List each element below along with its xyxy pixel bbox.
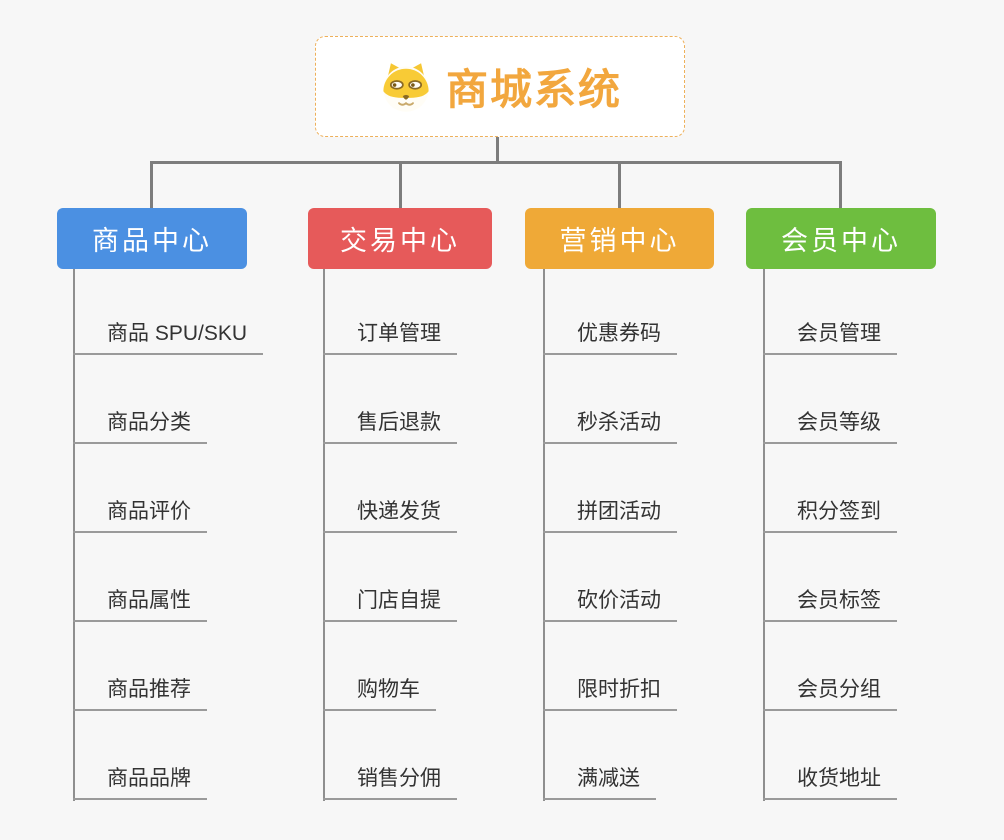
doge-icon xyxy=(378,61,434,113)
branch-horizontal-connector xyxy=(150,161,842,164)
mindmap-node[interactable]: 商品分类 xyxy=(73,409,207,444)
mindmap-node[interactable]: 限时折扣 xyxy=(543,676,677,711)
mindmap-node[interactable]: 商品评价 xyxy=(73,498,207,533)
mindmap-node[interactable]: 商品品牌 xyxy=(73,765,207,800)
branch-product-center[interactable]: 商品中心 xyxy=(57,208,247,269)
mindmap-node[interactable]: 会员标签 xyxy=(763,587,897,622)
mindmap-node[interactable]: 商品 SPU/SKU xyxy=(73,320,264,355)
mindmap-node[interactable]: 商品属性 xyxy=(73,587,207,622)
mindmap-node[interactable]: 购物车 xyxy=(323,676,436,711)
branch-member-center[interactable]: 会员中心 xyxy=(746,208,936,269)
branch-trade-center[interactable]: 交易中心 xyxy=(308,208,492,269)
mindmap-node[interactable]: 会员分组 xyxy=(763,676,897,711)
mindmap-node[interactable]: 会员管理 xyxy=(763,320,897,355)
branch-drop-connector xyxy=(839,161,842,209)
branch-marketing-center[interactable]: 营销中心 xyxy=(525,208,714,269)
branch-spine xyxy=(73,269,75,801)
branch-drop-connector xyxy=(618,161,621,209)
mindmap-node[interactable]: 优惠券码 xyxy=(543,320,677,355)
mindmap-node[interactable]: 满减送 xyxy=(543,765,656,800)
mindmap-node[interactable]: 销售分佣 xyxy=(323,765,457,800)
branch-spine xyxy=(763,269,765,801)
root-node[interactable]: 商城系统 xyxy=(315,36,685,137)
root-drop-connector xyxy=(496,136,499,163)
branch-spine xyxy=(323,269,325,801)
mindmap-node[interactable]: 秒杀活动 xyxy=(543,409,677,444)
branch-drop-connector xyxy=(150,161,153,209)
branch-drop-connector xyxy=(399,161,402,209)
mindmap-node[interactable]: 订单管理 xyxy=(323,320,457,355)
mindmap-node[interactable]: 收货地址 xyxy=(763,765,897,800)
mindmap-node[interactable]: 会员等级 xyxy=(763,409,897,444)
branch-spine xyxy=(543,269,545,801)
mindmap-node[interactable]: 售后退款 xyxy=(323,409,457,444)
mindmap-node[interactable]: 拼团活动 xyxy=(543,498,677,533)
mindmap-node[interactable]: 积分签到 xyxy=(763,498,897,533)
mindmap-node[interactable]: 门店自提 xyxy=(323,587,457,622)
mindmap-node[interactable]: 砍价活动 xyxy=(543,587,677,622)
root-title: 商城系统 xyxy=(445,66,622,113)
mindmap-node[interactable]: 商品推荐 xyxy=(73,676,207,711)
mindmap-node[interactable]: 快递发货 xyxy=(323,498,457,533)
